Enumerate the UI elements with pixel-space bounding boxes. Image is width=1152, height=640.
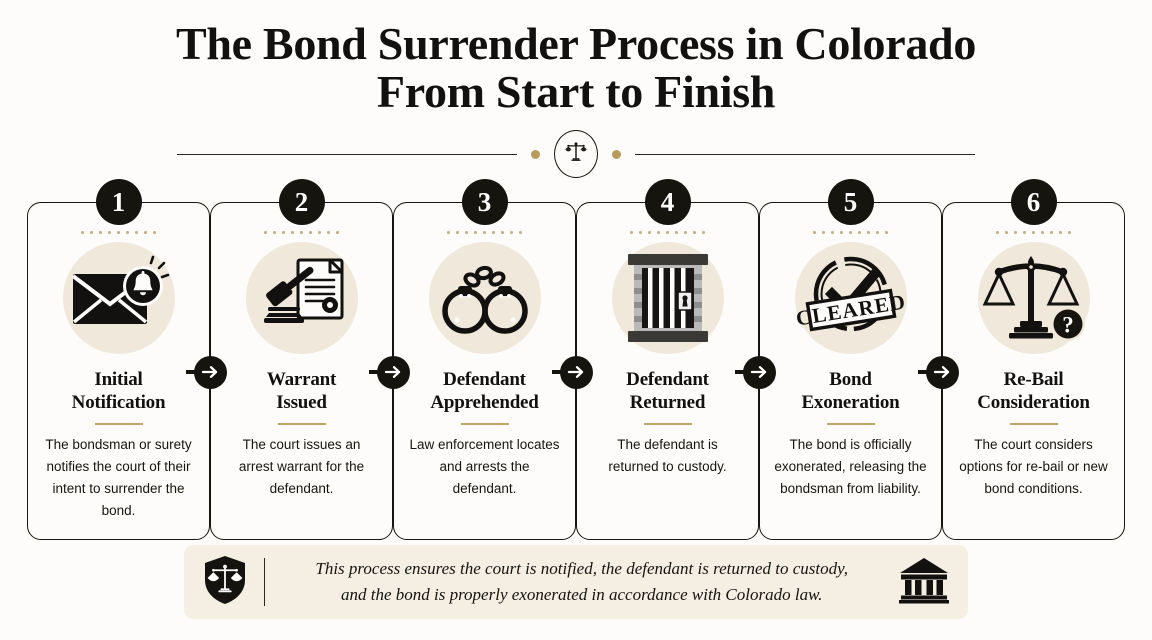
envelope-with-bell-icon — [71, 255, 169, 336]
handcuffs-icon — [439, 256, 531, 340]
gavel-and-document-icon — [254, 256, 350, 340]
shield-with-scales-icon — [202, 554, 248, 611]
step-description-4: The defendant is returned to custody. — [608, 437, 727, 474]
step-card-4[interactable]: 4 — [576, 179, 759, 540]
step-number-badge-3: 3 — [461, 179, 508, 225]
question-badge-glyph: ? — [1062, 313, 1074, 338]
icon-circle-3 — [428, 242, 541, 354]
step-title-2: Warrant Issued — [266, 368, 337, 414]
step-title-line2-2: Issued — [276, 392, 327, 413]
step-number-badge-6: 6 — [1010, 179, 1057, 225]
card-body-6: 6 — [942, 179, 1125, 540]
step-number-badge-4: 4 — [644, 179, 691, 225]
arrow-right-icon — [559, 355, 593, 389]
cleared-stamp-icon: CLEARED — [794, 250, 907, 346]
summary-line-1: This process ensures the court is notifi… — [315, 559, 848, 578]
summary-banner: This process ensures the court is notifi… — [184, 545, 968, 619]
card-body-2: 2 — [210, 179, 393, 540]
step-title-line2-6: Consideration — [977, 392, 1090, 413]
card-body-1: 1 — [27, 179, 210, 540]
step-title-6: Re-Bail Consideration — [977, 368, 1090, 414]
step-description-6: The court considers options for re-bail … — [959, 437, 1108, 496]
step-title-4: Defendant Returned — [626, 368, 709, 414]
divider-dot-right — [612, 149, 621, 159]
page-title: The Bond Surrender Process in Colorado F… — [10, 20, 1142, 116]
step-title-3: Defendant Apprehended — [430, 368, 539, 414]
gold-divider-4 — [643, 423, 692, 425]
step-title-line1-1: Initial — [94, 369, 143, 390]
gold-divider-2 — [277, 423, 326, 425]
title-line-1: The Bond Surrender Process in Colorado — [175, 18, 977, 69]
divider-rule-left — [177, 153, 517, 155]
step-card-2[interactable]: 2 — [210, 179, 393, 540]
card-body-3: 3 — [393, 179, 576, 540]
gold-divider-3 — [460, 423, 509, 425]
gold-divider-5 — [826, 423, 875, 425]
dotted-separator-6 — [996, 231, 1071, 234]
icon-circle-4 — [611, 242, 724, 354]
divider-scales-badge — [554, 130, 598, 178]
icon-circle-5: CLEARED — [794, 242, 907, 354]
scales-of-justice-icon — [564, 140, 588, 169]
arrow-right-icon — [925, 355, 959, 389]
step-title-line2-1: Notification — [71, 392, 166, 413]
step-title-line1-3: Defendant — [443, 369, 526, 390]
title-line-2: From Start to Finish — [376, 66, 776, 117]
icon-circle-6: ? — [977, 242, 1090, 354]
step-description-3: Law enforcement locates and arrests the … — [409, 437, 560, 496]
card-body-4: 4 — [576, 179, 759, 540]
divider-dot-left — [531, 149, 540, 159]
divider-rule-right — [635, 153, 975, 155]
arrow-right-icon — [193, 355, 227, 389]
card-body-5: 5 CLEARED — [759, 179, 942, 540]
step-title-line1-2: Warrant — [266, 369, 337, 390]
title-divider-ornament — [10, 130, 1142, 178]
gold-divider-6 — [1009, 423, 1058, 425]
step-description-5: The bond is officially exonerated, relea… — [774, 437, 927, 496]
dotted-separator-2 — [264, 231, 339, 234]
scales-with-question-mark-icon: ? — [982, 252, 1086, 344]
step-number-badge-1: 1 — [95, 179, 142, 225]
step-title-line1-5: Bond — [829, 369, 872, 390]
step-card-3[interactable]: 3 — [393, 179, 576, 540]
step-description-1: The bondsman or surety notifies the cour… — [45, 437, 192, 518]
summary-line-2: and the bond is properly exonerated in a… — [340, 585, 823, 604]
arrow-right-icon — [376, 355, 410, 389]
step-card-5[interactable]: 5 CLEARED — [759, 179, 942, 540]
footer-area: This process ensures the court is notifi… — [10, 540, 1142, 640]
dotted-separator-3 — [447, 231, 522, 234]
courthouse-icon — [898, 556, 950, 609]
dotted-separator-4 — [630, 231, 705, 234]
step-title-1: Initial Notification — [72, 368, 166, 414]
step-title-5: Bond Exoneration — [801, 368, 899, 414]
step-title-line2-4: Returned — [629, 392, 706, 413]
step-title-line1-6: Re-Bail — [1003, 369, 1064, 390]
step-title-line2-3: Apprehended — [430, 392, 539, 413]
dotted-separator-1 — [81, 231, 156, 234]
step-description-2: The court issues an arrest warrant for t… — [238, 437, 365, 496]
step-title-line2-5: Exoneration — [801, 392, 900, 413]
jail-cell-door-icon — [622, 250, 714, 346]
icon-circle-1 — [62, 242, 175, 354]
icon-circle-2 — [245, 242, 358, 354]
footer-divider — [264, 558, 266, 606]
step-card-1[interactable]: 1 — [27, 179, 210, 540]
arrow-right-icon — [742, 355, 776, 389]
process-steps: 1 — [10, 179, 1142, 540]
step-number-badge-2: 2 — [278, 179, 325, 225]
gold-divider-1 — [94, 423, 143, 425]
summary-text: This process ensures the court is notifi… — [281, 556, 882, 608]
header: The Bond Surrender Process in Colorado F… — [10, 10, 1142, 178]
step-number-badge-5: 5 — [827, 179, 874, 225]
dotted-separator-5 — [813, 231, 888, 234]
step-card-6[interactable]: 6 — [942, 179, 1125, 540]
step-title-line1-4: Defendant — [626, 369, 709, 390]
